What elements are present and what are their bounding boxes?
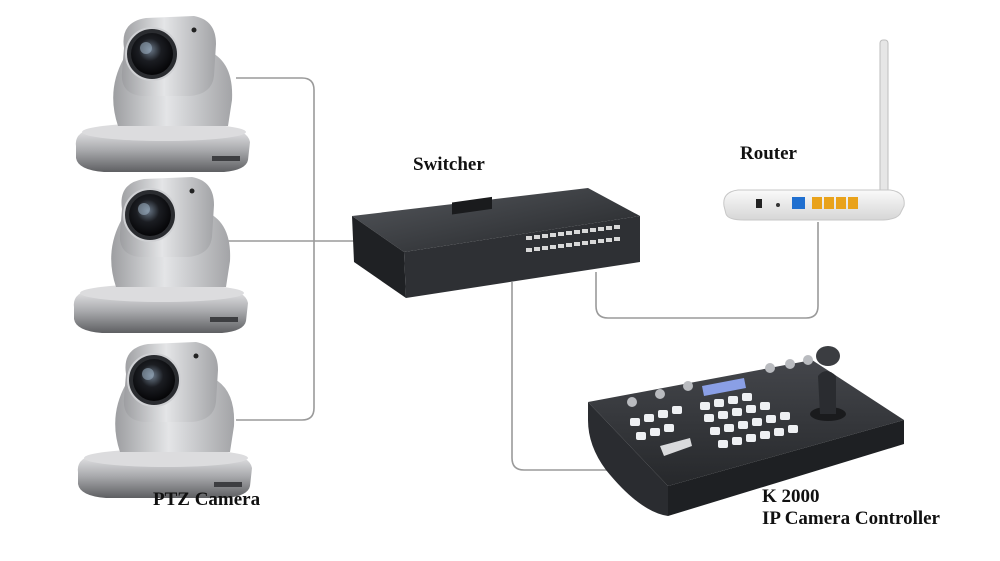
router-icon: [723, 39, 905, 221]
ptz-camera-3: [76, 341, 254, 499]
cable-camera1: [236, 77, 315, 421]
ptz-camera-label: PTZ Camera: [153, 489, 261, 510]
controller-model-label: K 2000: [762, 486, 820, 507]
camera-controller-icon: [588, 346, 904, 516]
router-label: Router: [740, 143, 797, 164]
cable-lines: [212, 77, 819, 471]
network-switch-icon: [352, 188, 640, 298]
ptz-camera-2: [72, 176, 250, 334]
cable-switch-to-controller: [511, 282, 624, 471]
cable-switch-to-router: [595, 222, 819, 319]
ptz-camera-1: [74, 15, 252, 173]
controller-name-label: IP Camera Controller: [762, 508, 940, 529]
switcher-label: Switcher: [413, 154, 485, 175]
